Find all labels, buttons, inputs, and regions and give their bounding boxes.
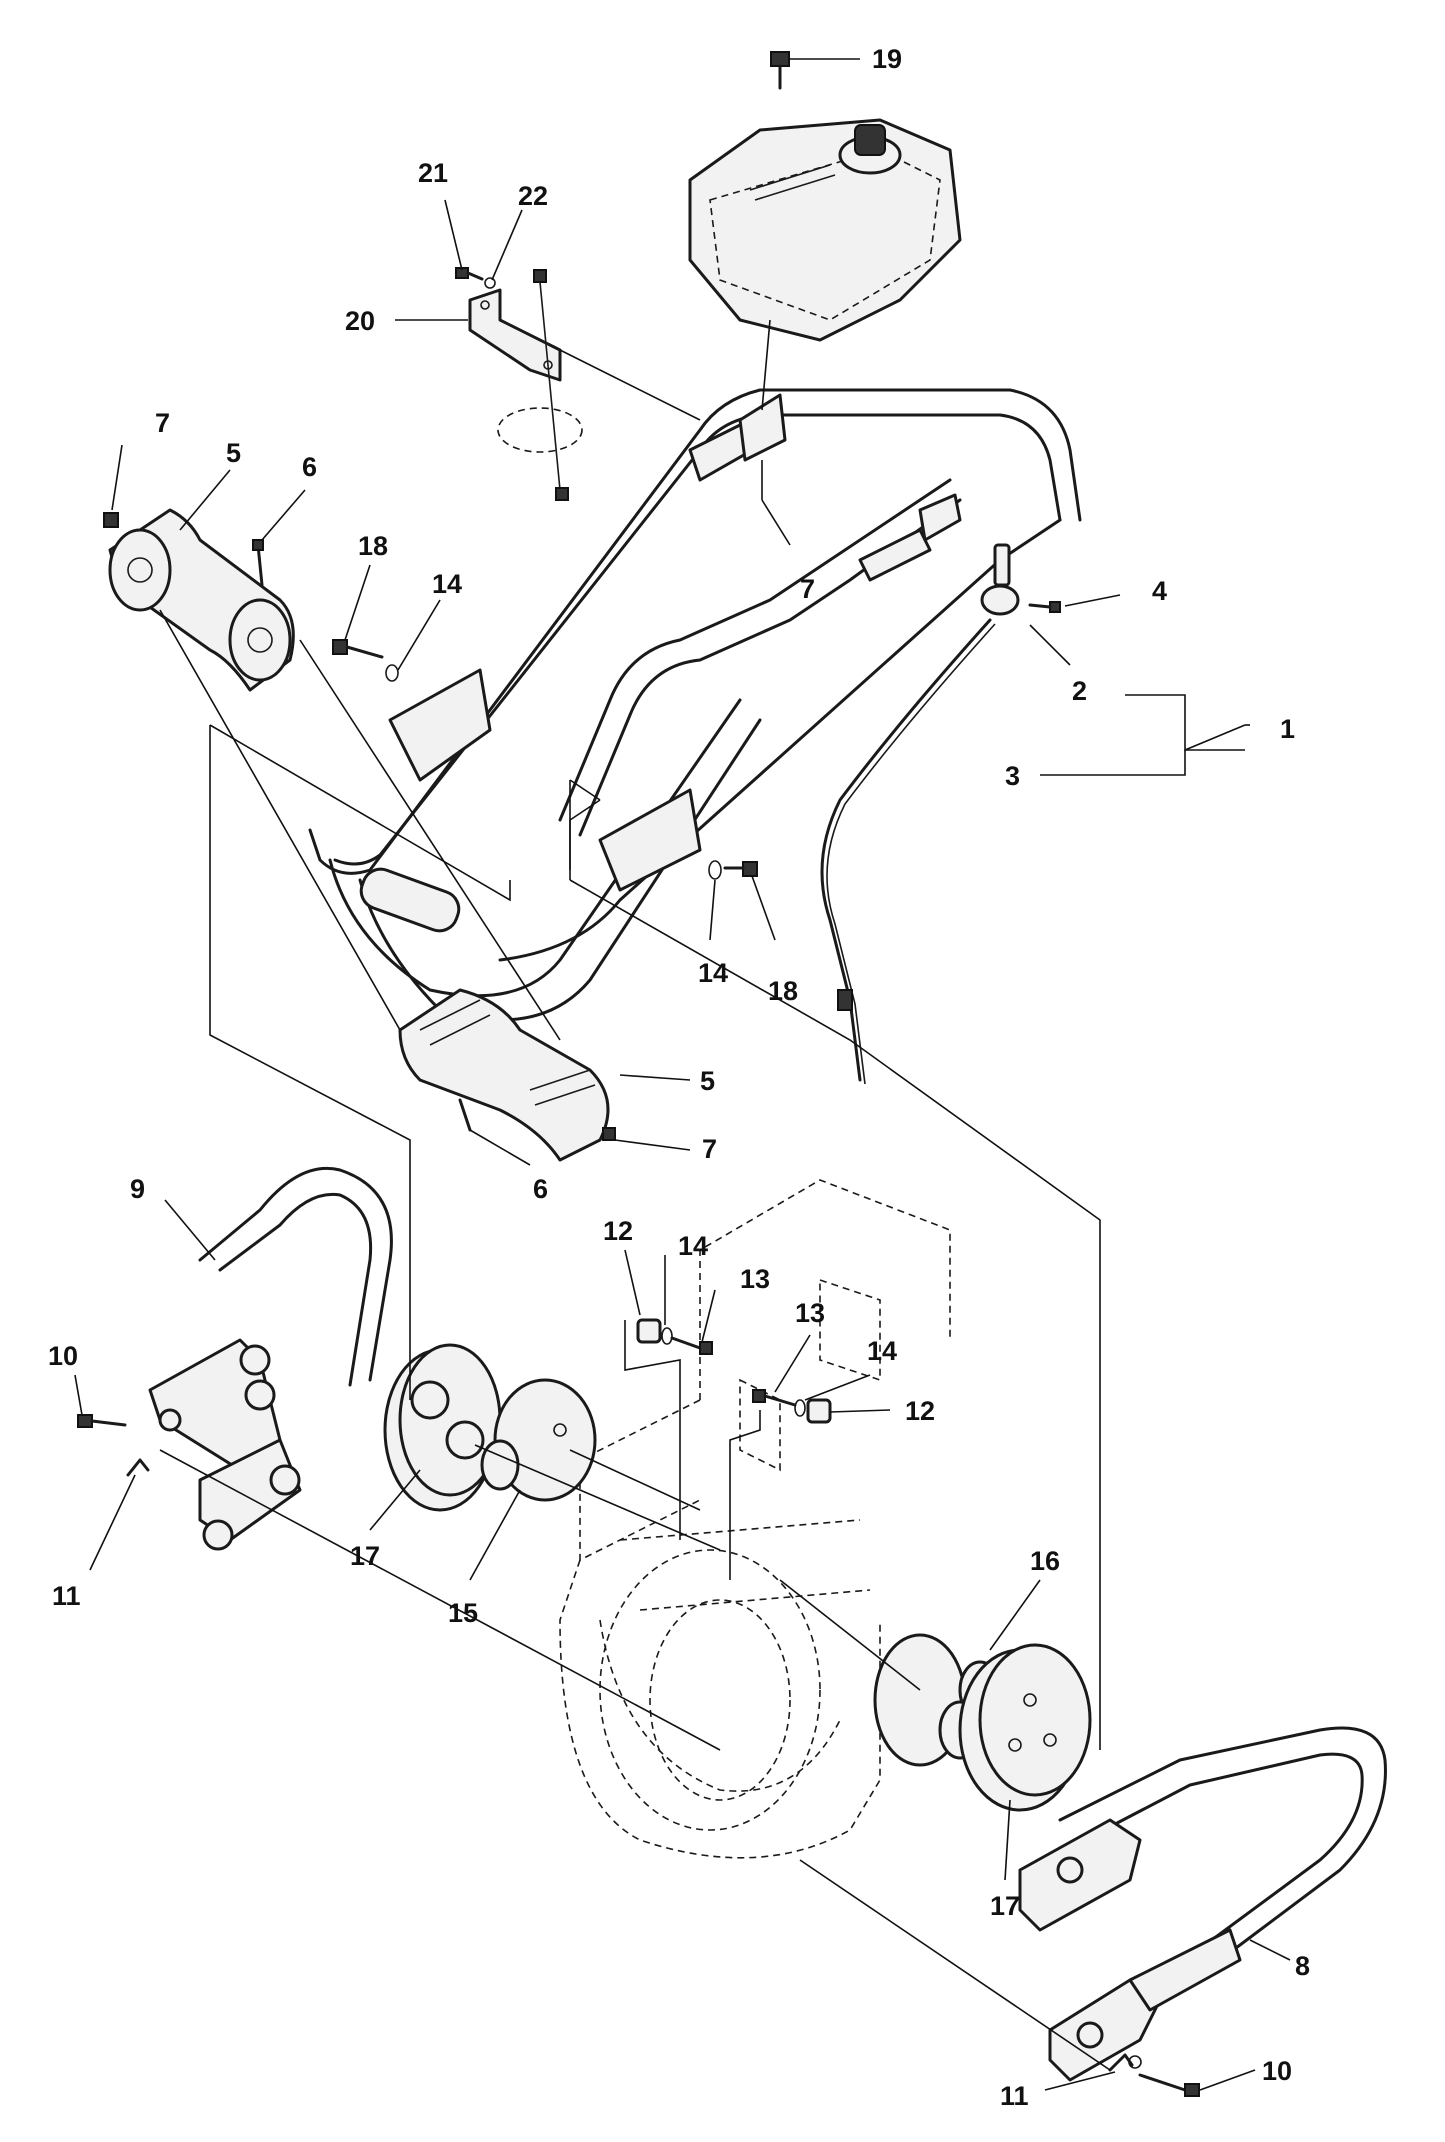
- callout-13: 13: [795, 1298, 825, 1328]
- nut-7-lower: [602, 1127, 616, 1141]
- callout-labels: 19 21 22 20 7 5 6 18 14 7 4 2 1 3 14 18 …: [48, 44, 1310, 2111]
- callout-2: 2: [1072, 676, 1087, 706]
- callout-19: 19: [872, 44, 902, 74]
- bracket-20: [468, 288, 562, 382]
- handle-frame: [308, 388, 1082, 1022]
- clip-11-left: [126, 1458, 150, 1477]
- callout-7: 7: [155, 408, 170, 438]
- callout-8: 8: [1295, 1951, 1310, 1981]
- callout-7: 7: [800, 574, 815, 604]
- washer-14-lower-stack: [794, 1399, 806, 1417]
- callout-20: 20: [345, 306, 375, 336]
- callout-14: 14: [698, 958, 728, 988]
- washer-14-upper: [385, 664, 399, 682]
- bolt-19: [770, 51, 790, 90]
- grip-5-lower: [398, 988, 610, 1162]
- callout-14: 14: [678, 1231, 708, 1261]
- callout-11: 11: [52, 1581, 81, 1611]
- lifting-handle-8: [1018, 1726, 1387, 2082]
- callout-7: 7: [702, 1134, 717, 1164]
- screw-6-upper: [252, 539, 264, 587]
- throttle-lever-2: [980, 543, 1020, 616]
- isolator-17-left: [383, 1343, 502, 1512]
- lifting-handle-9: [148, 1166, 393, 1551]
- spacer-12-lower: [806, 1398, 832, 1424]
- grip-5-upper: [108, 508, 295, 692]
- callout-11: 11: [1000, 2081, 1029, 2111]
- callout-5: 5: [700, 1066, 715, 1096]
- callout-21: 21: [418, 158, 448, 188]
- callout-10: 10: [1262, 2056, 1292, 2086]
- callout-18: 18: [358, 531, 388, 561]
- callout-15: 15: [448, 1598, 478, 1628]
- callout-22: 22: [518, 181, 548, 211]
- fuel-tank: [688, 118, 962, 342]
- callout-6: 6: [302, 452, 317, 482]
- screw-4: [1028, 601, 1061, 613]
- bolt-10-right: [1138, 2073, 1200, 2097]
- clamp-band: [497, 269, 583, 501]
- spacer-12-upper: [636, 1318, 662, 1344]
- callout-12: 12: [905, 1396, 935, 1426]
- callout-13: 13: [740, 1264, 770, 1294]
- callout-3: 3: [1005, 761, 1020, 791]
- callout-1: 1: [1280, 714, 1295, 744]
- nut-7-upper: [103, 512, 119, 528]
- callout-17: 17: [990, 1891, 1020, 1921]
- callout-9: 9: [130, 1174, 145, 1204]
- callout-4: 4: [1152, 576, 1167, 606]
- engine-ghost-outline: [559, 1179, 951, 1859]
- callout-5: 5: [226, 438, 241, 468]
- screw-6-lower: [458, 1098, 472, 1132]
- callout-12: 12: [603, 1216, 633, 1246]
- washer-14-upper-stack: [661, 1327, 673, 1345]
- callout-16: 16: [1030, 1546, 1060, 1576]
- washer-14-middle: [708, 860, 722, 880]
- washer-22: [484, 277, 496, 289]
- callout-pointers: [74, 58, 1291, 2091]
- callout-14: 14: [432, 569, 462, 599]
- bolt-18-middle: [723, 861, 758, 877]
- bolt-13-lower: [752, 1389, 797, 1407]
- callout-14: 14: [867, 1336, 897, 1366]
- isolator-17-right: [958, 1643, 1092, 1812]
- bolt-13-upper: [670, 1336, 713, 1355]
- callout-10: 10: [48, 1341, 78, 1371]
- throttle-cable-3: [820, 618, 996, 1085]
- plate-15: [480, 1378, 597, 1502]
- bolt-18-upper: [332, 639, 384, 659]
- callout-17: 17: [350, 1541, 380, 1571]
- callout-6: 6: [533, 1174, 548, 1204]
- clip-11-right: [1108, 2053, 1142, 2072]
- bolt-10-left: [77, 1414, 127, 1428]
- callout-18: 18: [768, 976, 798, 1006]
- screw-21: [455, 267, 484, 281]
- assembly-lines: [159, 319, 1111, 2071]
